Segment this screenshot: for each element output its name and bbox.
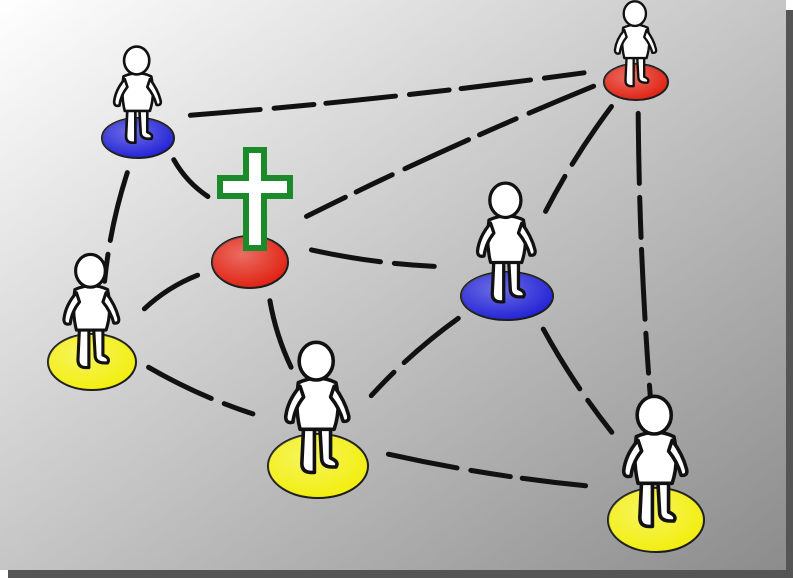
person-icon (613, 0, 658, 88)
node-person-left (47, 252, 137, 391)
link-line-person-top-right-person-bottom-right (635, 110, 656, 429)
base-disc-shine (604, 64, 668, 100)
node-cross-center (211, 147, 293, 289)
node-person-center-right (460, 181, 554, 321)
node-person-bottom-center (267, 340, 369, 499)
base-disc-shine (608, 488, 704, 552)
person-icon (112, 45, 163, 145)
node-person-top-right (603, 0, 669, 101)
link-line-cross-center-person-center-right (309, 247, 445, 270)
links-layer (102, 69, 656, 489)
base-disc-shine (268, 434, 368, 498)
nodes-layer (47, 0, 705, 553)
link-line-person-top-right-person-center-right (538, 104, 614, 223)
base-disc-shine (48, 334, 136, 390)
person-icon (283, 340, 351, 475)
link-line-person-left-person-bottom-center (146, 364, 256, 417)
link-line-person-top-left-person-top-right (187, 69, 593, 118)
person-icon (621, 394, 689, 529)
base-disc-shine (102, 118, 174, 158)
link-line-person-bottom-center-person-bottom-right (385, 451, 589, 489)
link-line-cross-center-person-bottom-center (267, 298, 298, 378)
cross-icon (217, 147, 293, 251)
link-line-person-center-right-person-bottom-right (540, 326, 619, 441)
link-line-person-top-right-cross-center (304, 83, 597, 219)
node-person-top-left (101, 45, 175, 159)
person-icon (62, 252, 121, 370)
person-icon (475, 181, 537, 304)
base-disc-shine (212, 236, 288, 288)
base-disc-shine (461, 272, 553, 320)
link-line-cross-center-person-left (141, 272, 201, 312)
link-line-person-top-left-cross-center (171, 157, 211, 199)
link-line-person-center-right-person-bottom-center (368, 315, 461, 399)
node-person-bottom-right (607, 394, 705, 553)
